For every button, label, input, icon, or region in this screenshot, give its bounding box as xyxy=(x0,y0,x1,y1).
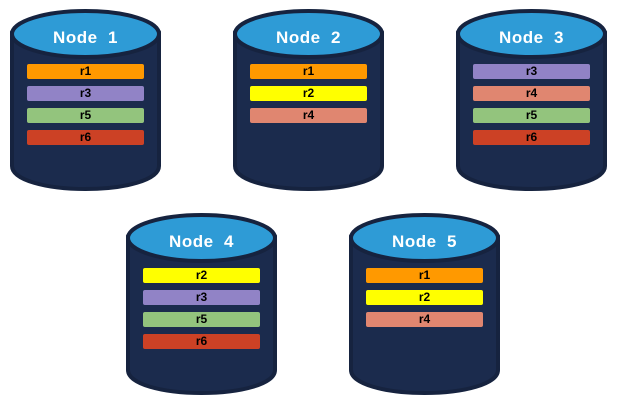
record-bar[interactable]: r5 xyxy=(27,108,144,123)
record-bar[interactable]: r4 xyxy=(250,108,367,123)
record-bar[interactable]: r5 xyxy=(143,312,260,327)
record-bar[interactable]: r1 xyxy=(366,268,483,283)
cylinder-top-ellipse xyxy=(349,213,500,263)
record-bar[interactable]: r6 xyxy=(27,130,144,145)
record-list: r3 r4 r5 r6 xyxy=(454,64,609,152)
record-bar[interactable]: r6 xyxy=(143,334,260,349)
cylinder-top-ellipse xyxy=(233,9,384,59)
record-bar[interactable]: r5 xyxy=(473,108,590,123)
record-bar[interactable]: r2 xyxy=(366,290,483,305)
record-bar[interactable]: r1 xyxy=(250,64,367,79)
record-bar[interactable]: r4 xyxy=(473,86,590,101)
record-bar[interactable]: r4 xyxy=(366,312,483,327)
record-list: r1 r2 r4 xyxy=(231,64,386,130)
record-bar[interactable]: r1 xyxy=(27,64,144,79)
record-bar[interactable]: r3 xyxy=(473,64,590,79)
cylinder-top-ellipse xyxy=(456,9,607,59)
record-list: r1 r3 r5 r6 xyxy=(8,64,163,152)
record-list: r1 r2 r4 xyxy=(347,268,502,334)
record-bar[interactable]: r3 xyxy=(143,290,260,305)
record-bar[interactable]: r2 xyxy=(143,268,260,283)
record-bar[interactable]: r3 xyxy=(27,86,144,101)
record-bar[interactable]: r6 xyxy=(473,130,590,145)
record-bar[interactable]: r2 xyxy=(250,86,367,101)
cylinder-top-ellipse xyxy=(10,9,161,59)
cylinder-top-ellipse xyxy=(126,213,277,263)
record-list: r2 r3 r5 r6 xyxy=(124,268,279,356)
